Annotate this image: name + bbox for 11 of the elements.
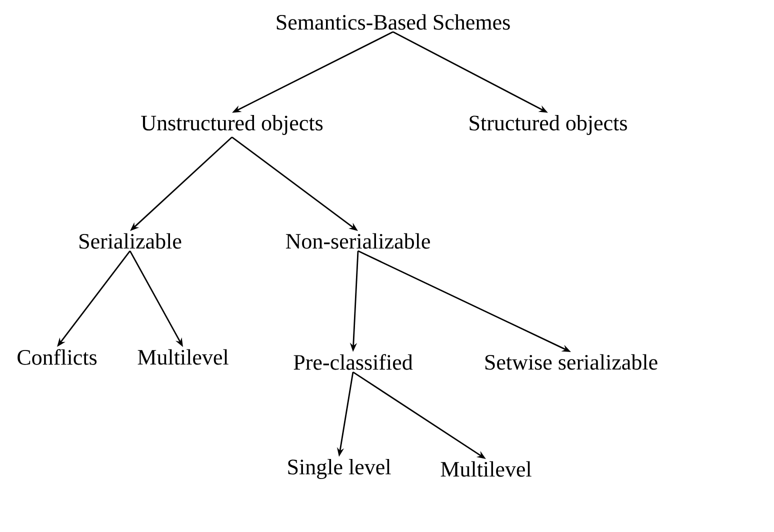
node-label: Serializable xyxy=(80,233,182,249)
node-label: Unstructured objects xyxy=(141,115,323,135)
node-label: Pre-classified xyxy=(294,354,413,370)
node-label: Non-serializable xyxy=(286,233,430,249)
node-label: Conflicts xyxy=(18,349,97,365)
node-label: Multilevel xyxy=(138,349,228,365)
node-label: Setwise serializable xyxy=(485,354,658,370)
node-label: Structured objects xyxy=(470,115,627,135)
node-label: Semantics-Based Schemes xyxy=(276,14,510,30)
node-label: Multilevel xyxy=(440,461,532,477)
node-label: Single level xyxy=(288,458,391,479)
